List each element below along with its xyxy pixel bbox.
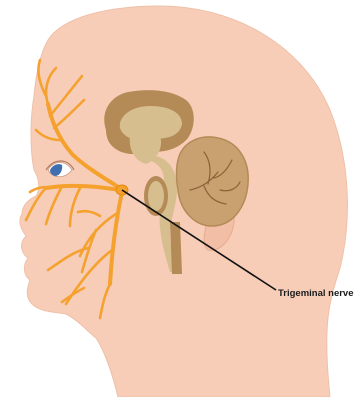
trigeminal-nerve-label: Trigeminal nerve: [278, 288, 354, 299]
spinal-cord: [170, 222, 182, 274]
cerebellum: [177, 137, 249, 226]
pons-inner: [148, 181, 164, 211]
